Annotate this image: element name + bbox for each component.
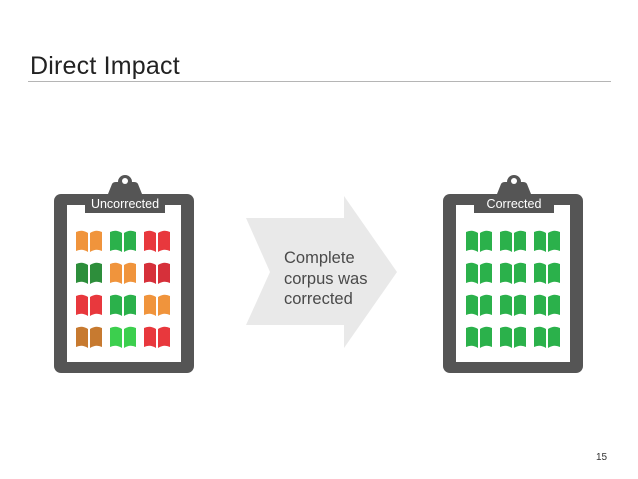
- book-grid-corrected: [466, 230, 560, 348]
- book-icon: [76, 294, 102, 316]
- book-icon: [500, 262, 526, 284]
- book-icon: [500, 230, 526, 252]
- book-icon: [144, 294, 170, 316]
- book-icon: [144, 326, 170, 348]
- book-icon: [466, 262, 492, 284]
- book-icon: [466, 230, 492, 252]
- arrow-caption-line: Complete: [284, 249, 355, 267]
- arrow-right-icon: [246, 196, 397, 348]
- book-icon: [534, 326, 560, 348]
- book-grid-uncorrected: [76, 230, 170, 348]
- book-icon: [110, 262, 136, 284]
- book-icon: [76, 230, 102, 252]
- book-icon: [534, 262, 560, 284]
- clipboard-label-corrected: Corrected: [486, 197, 542, 211]
- clipboard-label-uncorrected: Uncorrected: [90, 197, 160, 211]
- slide-title: Direct Impact: [30, 52, 180, 80]
- book-icon: [110, 326, 136, 348]
- book-icon: [144, 230, 170, 252]
- book-icon: [500, 294, 526, 316]
- book-icon: [534, 230, 560, 252]
- arrow-caption: Complete corpus was corrected: [284, 248, 367, 310]
- book-icon: [110, 230, 136, 252]
- clipboard-icon-uncorrected: [54, 175, 194, 373]
- title-divider: [28, 81, 611, 82]
- book-icon: [500, 326, 526, 348]
- book-icon: [110, 294, 136, 316]
- clipboard-icon-corrected: [443, 175, 583, 373]
- book-icon: [76, 326, 102, 348]
- arrow-caption-line: corpus was: [284, 269, 368, 288]
- book-icon: [144, 262, 170, 284]
- book-icon: [76, 262, 102, 284]
- book-icon: [534, 294, 560, 316]
- book-icon: [466, 294, 492, 316]
- arrow-caption-line: corrected: [284, 290, 353, 308]
- book-icon: [466, 326, 492, 348]
- page-number: 15: [596, 452, 608, 463]
